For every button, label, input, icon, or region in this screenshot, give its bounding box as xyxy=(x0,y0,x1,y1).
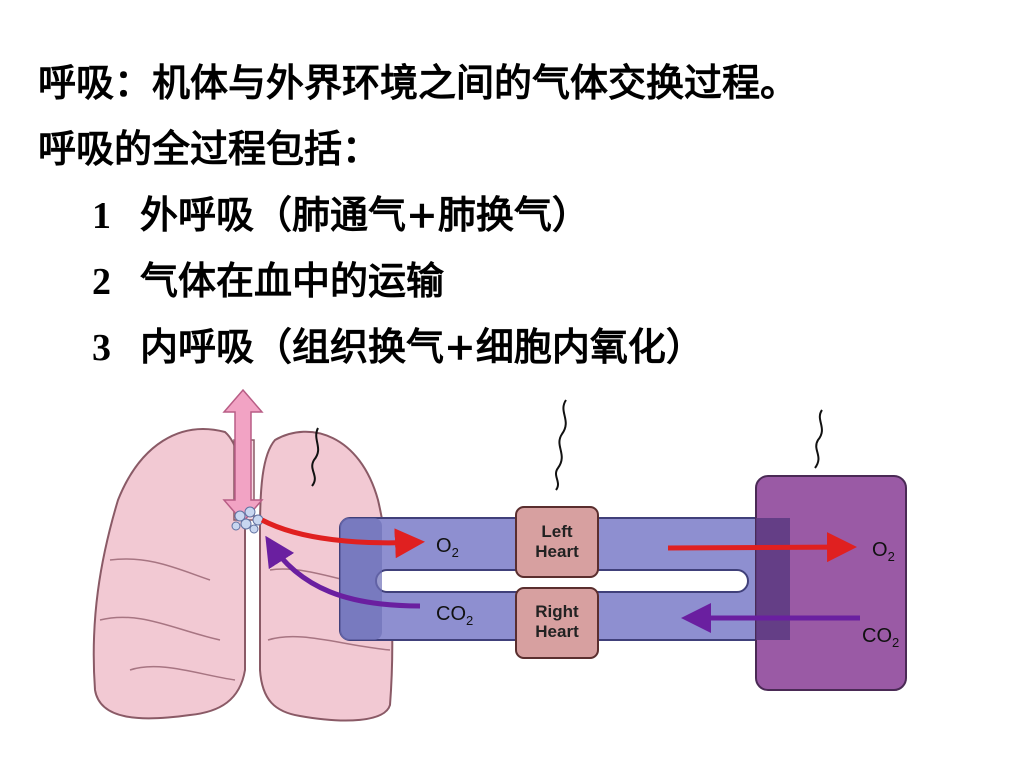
right-heart-label-1: Right xyxy=(535,602,579,621)
lungs-illustration xyxy=(92,388,394,722)
left-heart-label-1: Left xyxy=(541,522,573,541)
o2-arrow-tissue xyxy=(667,532,857,563)
list-item-gas-transport: 2 气体在血中的运输 xyxy=(92,250,444,305)
list-item-label: 外呼吸（肺通气+肺换气） xyxy=(140,192,590,237)
right-heart: Right Heart xyxy=(515,587,599,659)
co2-label-left: CO2 xyxy=(436,603,473,628)
list-item-external-respiration: 1 外呼吸（肺通气+肺换气） xyxy=(92,184,590,239)
o2-label-right: O2 xyxy=(872,539,895,564)
definition-line: 呼吸：机体与外界环境之间的气体交换过程。 xyxy=(38,60,799,105)
right-lung xyxy=(259,430,394,722)
list-item-label: 内呼吸（组织换气+细胞内氧化） xyxy=(140,324,704,369)
left-lung xyxy=(92,428,246,720)
list-item-label: 气体在血中的运输 xyxy=(140,258,445,303)
process-heading: 呼吸的全过程包括： xyxy=(38,126,381,171)
o2-label-left: O2 xyxy=(436,535,459,560)
respiration-diagram: Left Heart Right Heart O2 CO2 O2 CO2 xyxy=(92,388,907,722)
left-heart-label-2: Heart xyxy=(535,542,579,561)
right-heart-label-2: Heart xyxy=(535,622,579,641)
list-number: 2 xyxy=(92,261,111,303)
list-number: 3 xyxy=(92,327,111,369)
list-number: 1 xyxy=(92,195,111,237)
o2-arrow-lung xyxy=(260,517,425,559)
co2-label-right: CO2 xyxy=(862,625,899,650)
co2-arrow-lung xyxy=(265,535,421,609)
left-heart: Left Heart xyxy=(515,506,599,578)
list-item-internal-respiration: 3 内呼吸（组织换气+细胞内氧化） xyxy=(92,316,704,371)
